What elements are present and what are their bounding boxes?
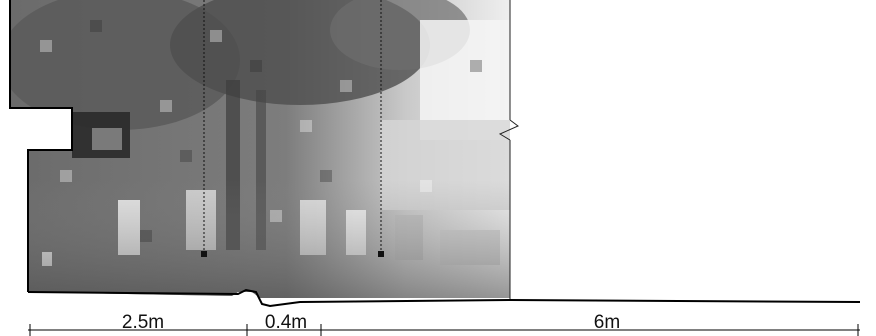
ground-line (27, 288, 861, 308)
dimension-line: 2.5m 0.4m 6m (28, 312, 860, 336)
building-outline (9, 0, 73, 292)
dimension-label-curb: 0.4m (265, 312, 307, 333)
break-mark (498, 119, 519, 141)
reference-marker-right (378, 251, 384, 257)
dimension-label-sidewalk: 2.5m (122, 312, 164, 333)
street-photo (10, 0, 510, 298)
dimension-label-road: 6m (594, 312, 620, 333)
reference-marker-left (201, 251, 207, 257)
